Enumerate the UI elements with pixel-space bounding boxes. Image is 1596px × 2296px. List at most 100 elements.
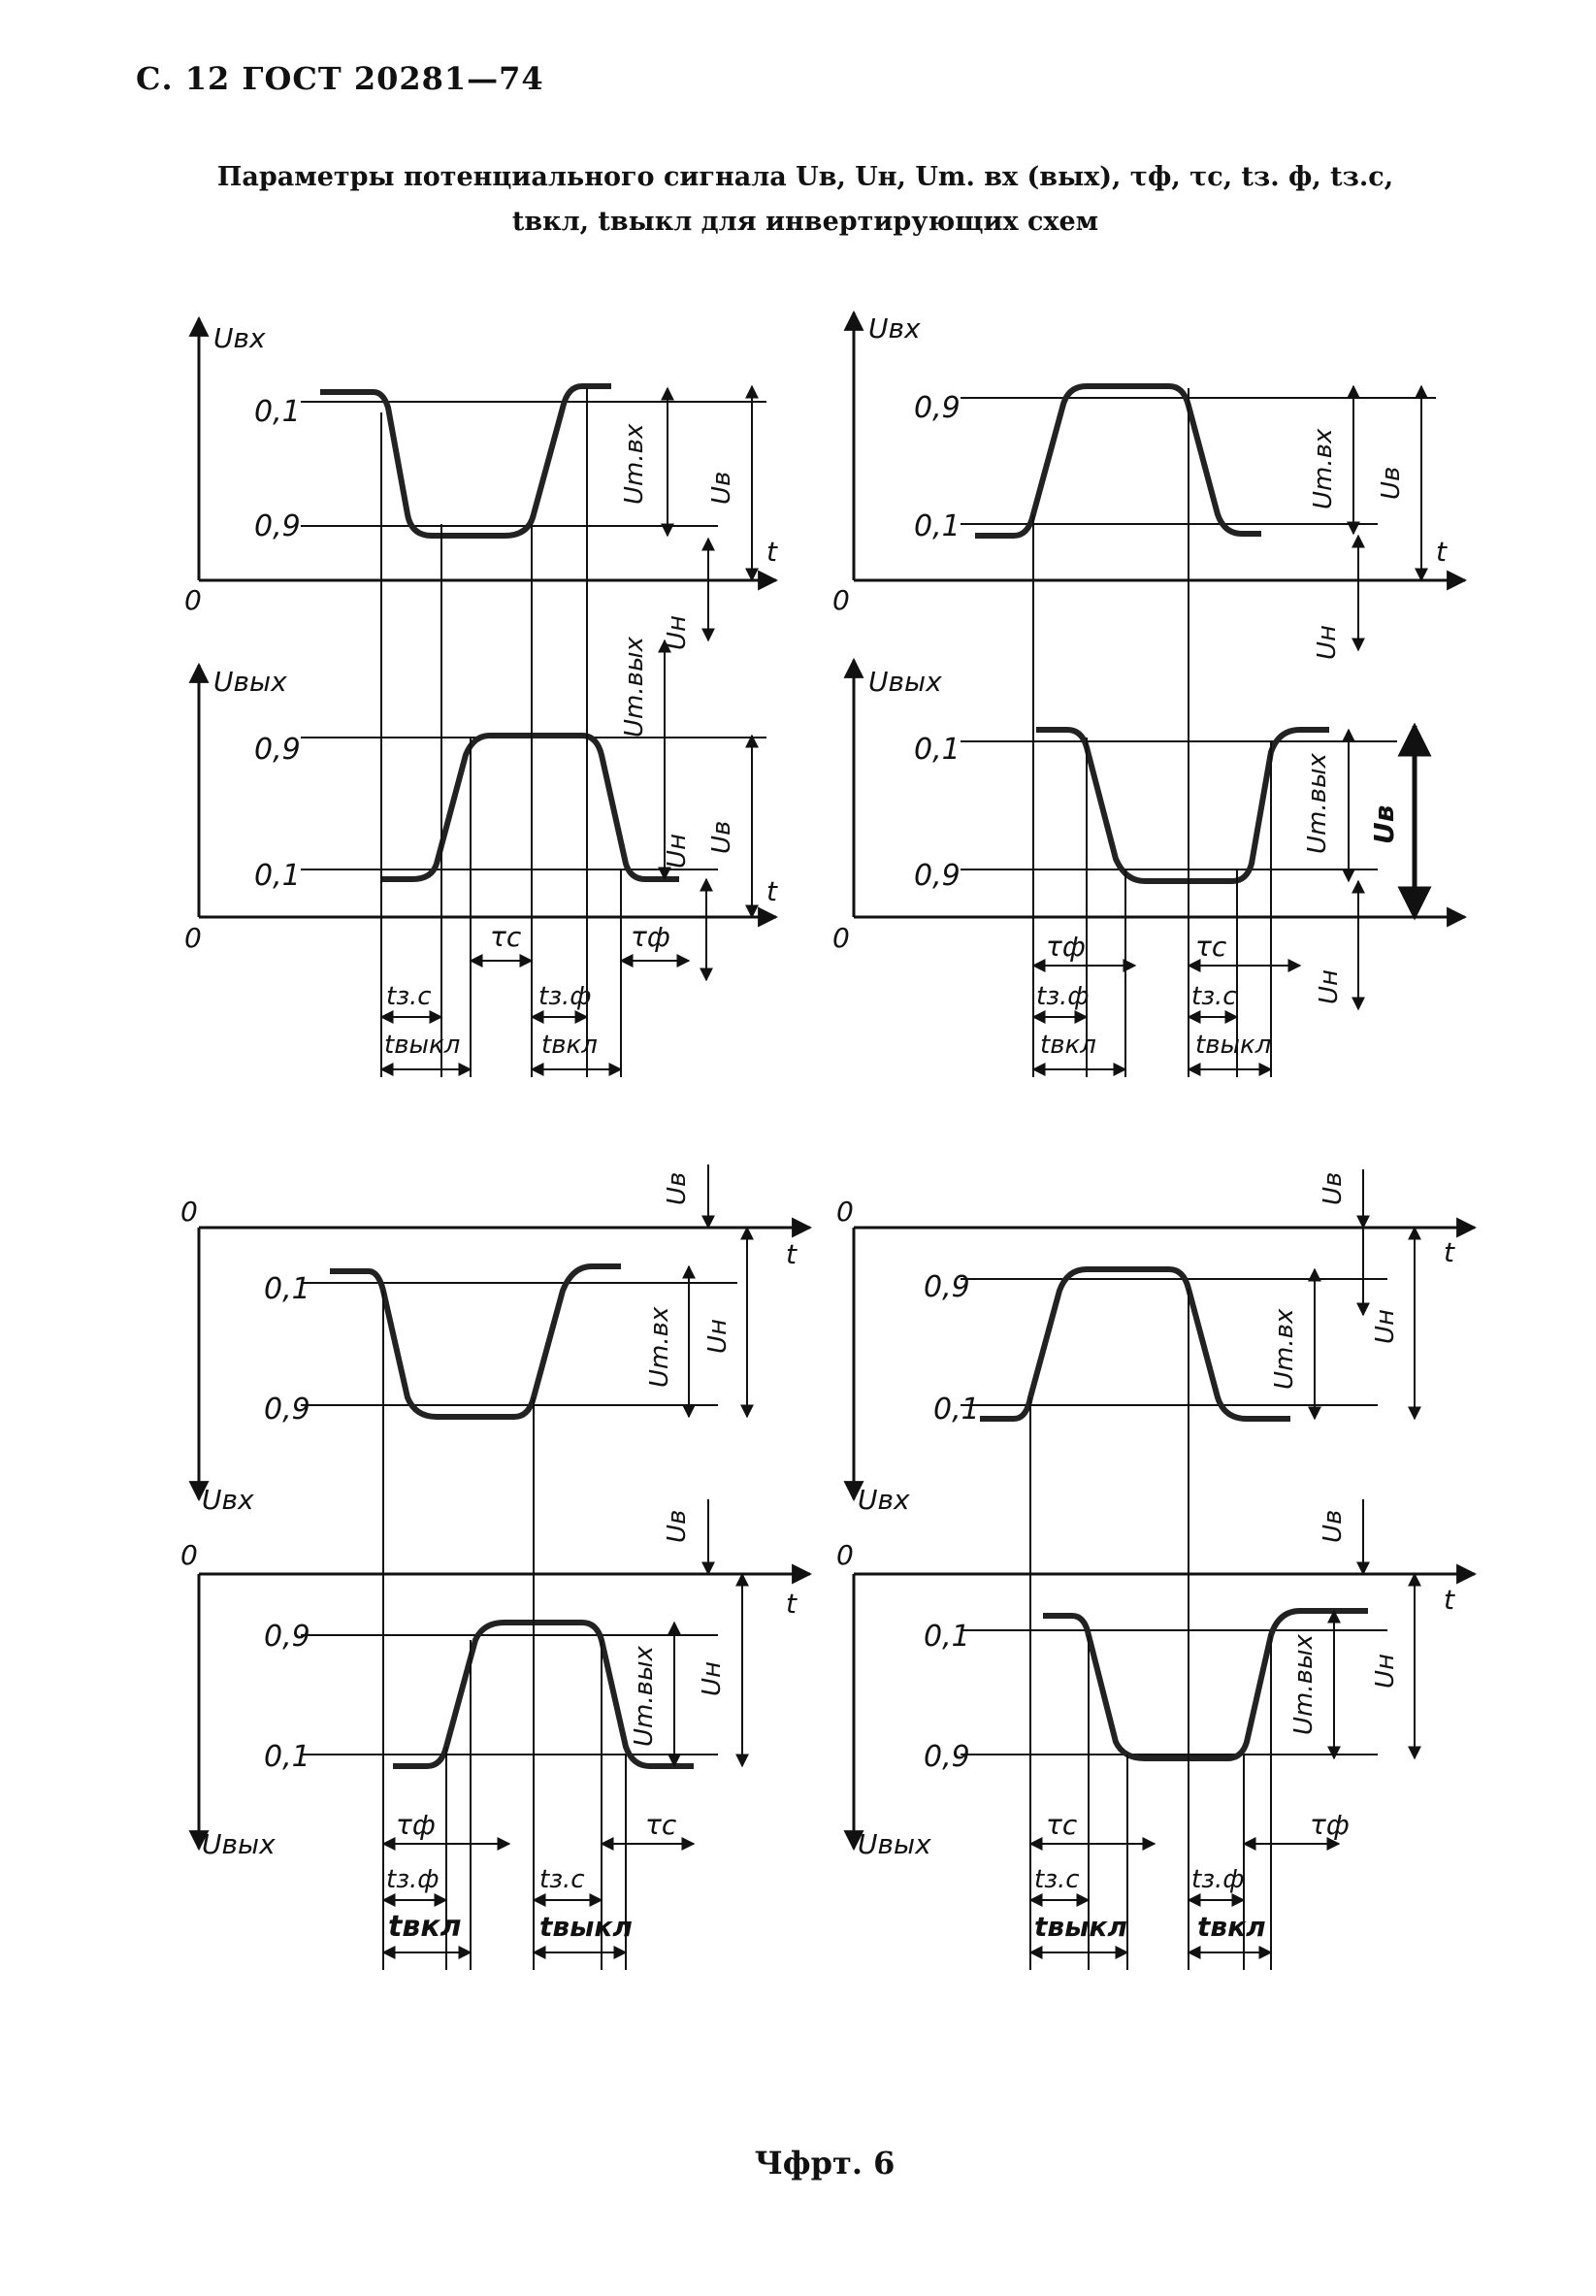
tl-out-waveform [380,733,679,882]
br-out-waveform [1043,1608,1368,1761]
tr-tau-f-label: τф [1046,931,1086,963]
tl-out-y-label: Uвых [213,666,287,698]
br-tau-f-label: τф [1310,1809,1350,1841]
panel-top-left: Uвх t 0 0,1 0,9 Um.вх Uв Uн Uвых t 0 [184,315,779,1077]
tl-uh-out-label: Uн [663,834,692,869]
bl-uh-out-label: Uн [698,1661,727,1696]
br-tau-c-label: τс [1046,1809,1078,1841]
bl-in-level-top-label: 0,1 [264,1272,310,1306]
bl-in-waveform [330,1263,621,1420]
tr-in-x-label: t [1436,536,1448,568]
tr-t-zf-label: tз.ф [1036,982,1090,1011]
bl-t-zc-label: tз.с [539,1865,585,1894]
bl-in-x-label: t [786,1238,798,1270]
tr-tau-c-label: τс [1195,931,1227,963]
tl-um-out-label: Um.вых [620,637,649,738]
diagram-title: Параметры потенциального сигнала Uв, Uн,… [155,155,1455,245]
br-in-waveform [980,1266,1290,1422]
tr-um-out-label: Um.вых [1303,753,1332,854]
tl-in-waveform [320,383,611,539]
tl-ub-out-label: Uв [707,821,736,854]
bl-t-off-label: tвыкл [539,1911,633,1943]
tl-in-x-label: t [766,536,778,568]
bl-out-level-bottom-label: 0,1 [264,1740,310,1774]
bl-uh-label: Uн [703,1319,733,1354]
tr-in-waveform [975,383,1261,539]
br-out-level-bottom-label: 0,9 [924,1740,970,1774]
tr-uh-label: Uн [1313,625,1342,660]
bl-ub-label: Uв [663,1172,692,1205]
br-um-out-label: Um.вых [1289,1634,1319,1735]
bl-out-waveform [393,1620,694,1769]
tl-in-level-top-label: 0,1 [254,395,301,429]
panel-bottom-right: 0 t Uвх 0,9 0,1 Um.вх Uн Uв 0 t Uвых 0,1… [836,1169,1478,1970]
tr-out-waveform [1036,727,1329,884]
tr-in-y-label: Uвх [868,312,921,344]
tl-out-level-top-label: 0,9 [254,733,301,767]
bl-out-zero: 0 [180,1539,198,1571]
tl-tau-f-label: τф [631,921,670,953]
tr-out-level-top-label: 0,1 [914,733,961,767]
tr-t-on-label: tвкл [1040,1031,1096,1060]
tr-t-zc-label: tз.с [1191,982,1237,1011]
br-in-level-top-label: 0,9 [924,1270,970,1304]
tl-t-off-label: tвыкл [384,1031,460,1060]
bl-out-x-label: t [786,1588,798,1620]
tr-t-off-label: tвыкл [1195,1031,1271,1060]
bl-in-zero: 0 [180,1196,198,1228]
tl-ub-label: Uв [707,472,736,505]
title-line-2: tвкл, tвыкл для инвертирующих схем [511,207,1099,237]
bl-t-on-label: tвкл [388,1910,462,1944]
br-uh-out-label: Uн [1371,1654,1400,1689]
tl-um-in-label: Um.вх [620,423,649,505]
bl-um-in-label: Um.вх [645,1306,674,1388]
bl-um-out-label: Um.вых [630,1646,659,1747]
bl-in-y-label: Uвх [202,1484,254,1516]
br-t-off-label: tвыкл [1034,1911,1127,1943]
tl-out-x-label: t [766,875,778,907]
tr-in-zero: 0 [832,584,850,616]
br-ub-label: Uв [1319,1172,1348,1205]
br-t-zf-label: tз.ф [1191,1865,1245,1894]
tl-in-zero: 0 [184,584,202,616]
tl-in-y-label: Uвх [213,322,266,354]
br-out-x-label: t [1444,1584,1455,1616]
bl-out-level-top-label: 0,9 [264,1620,310,1654]
tr-out-level-bottom-label: 0,9 [914,859,961,893]
br-in-y-label: Uвх [858,1484,910,1516]
tr-in-level-top-label: 0,9 [914,391,961,425]
panel-top-right: Uвх t 0 0,9 0,1 Um.вх Uв Uн Uвых 0 0,1 0… [832,310,1468,1077]
panel-bottom-left: 0 t Uвх 0,1 0,9 Um.вх Uн Uв 0 t Uвых 0,9… [180,1164,813,1970]
tr-in-level-bottom-label: 0,1 [914,509,961,543]
br-ub-out-label: Uв [1319,1510,1348,1543]
title-line-1: Параметры потенциального сигнала Uв, Uн,… [216,162,1394,192]
br-t-zc-label: tз.с [1034,1865,1080,1894]
tr-out-zero: 0 [832,922,850,954]
bl-tau-c-label: τс [645,1809,677,1841]
tl-in-level-bottom-label: 0,9 [254,509,301,543]
br-t-on-label: tвкл [1197,1911,1266,1943]
br-in-zero: 0 [836,1196,854,1228]
br-uh-label: Uн [1371,1309,1400,1344]
tl-t-zc-label: tз.с [386,982,432,1011]
figure-caption: Чфрт. 6 [754,2145,896,2181]
br-out-zero: 0 [836,1539,854,1571]
br-um-in-label: Um.вх [1270,1308,1299,1390]
tl-out-level-bottom-label: 0,1 [254,859,301,893]
tr-ub-out-label: Uв [1368,805,1400,844]
tl-uh-label: Uн [663,615,692,650]
br-in-level-bottom-label: 0,1 [933,1393,980,1427]
tl-tau-c-label: τс [490,921,522,953]
bl-tau-f-label: τф [396,1809,436,1841]
tl-out-zero: 0 [184,922,202,954]
tr-uh-out-label: Uн [1315,969,1344,1004]
br-out-y-label: Uвых [858,1828,931,1860]
bl-t-zf-label: tз.ф [386,1865,440,1894]
bl-out-y-label: Uвых [202,1828,276,1860]
br-in-x-label: t [1444,1236,1455,1268]
bl-in-level-bottom-label: 0,9 [264,1393,310,1427]
tr-ub-label: Uв [1377,467,1406,500]
tr-out-y-label: Uвых [868,666,942,698]
